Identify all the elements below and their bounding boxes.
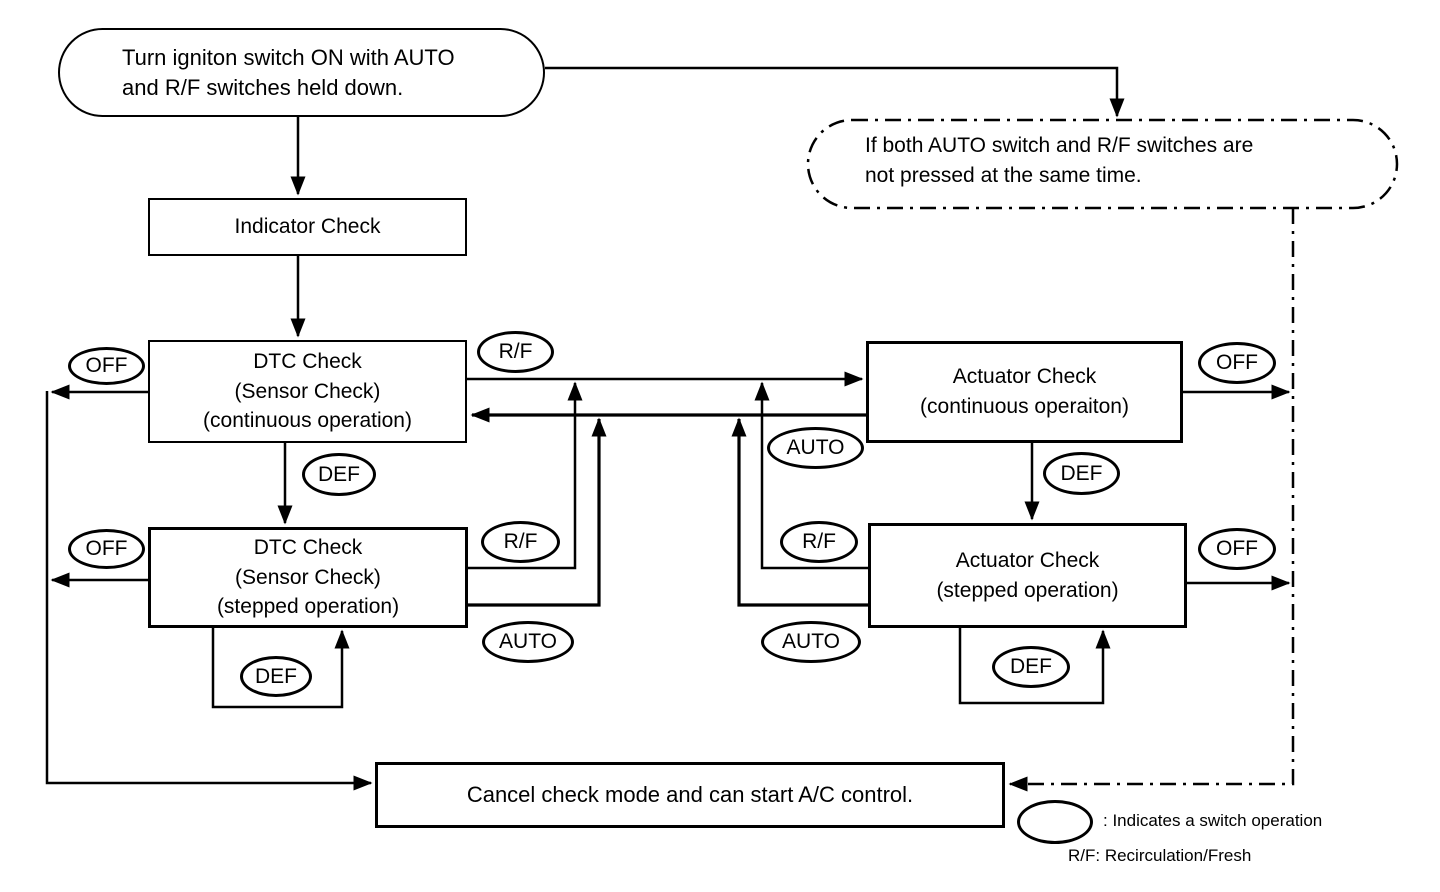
node-bypass-text: If both AUTO switch and R/F switches are… xyxy=(865,134,1254,187)
node-dtc-check-stepped: DTC Check (Sensor Check) (stepped operat… xyxy=(148,527,468,628)
switch-label-def-dtc: DEF xyxy=(302,453,376,496)
edge-actuator-stepped-auto-up xyxy=(731,417,868,607)
node-actuator-check-continuous: Actuator Check (continuous operaiton) xyxy=(866,341,1183,443)
switch-label-auto-actuator-stepped: AUTO xyxy=(761,621,861,663)
edge-actuator-stepped-rf-up xyxy=(754,381,868,570)
edge-bypass-rail-cancel xyxy=(1008,208,1295,792)
node-start: Turn igniton switch ON with AUTO and R/F… xyxy=(58,28,545,117)
node-cancel-check-mode: Cancel check mode and can start A/C cont… xyxy=(375,762,1005,828)
node-bypass-outline xyxy=(806,118,1399,210)
edge-dtc-stepped-def-loop xyxy=(211,628,350,709)
node-actuator-check-stepped: Actuator Check (stepped operation) xyxy=(868,523,1187,628)
switch-label-off-dtc-continuous: OFF xyxy=(68,347,145,385)
edge-dtc-stepped-auto-up xyxy=(467,417,607,607)
switch-label-auto-dtc-stepped: AUTO xyxy=(482,621,574,663)
switch-label-rf-dtc-stepped: R/F xyxy=(481,521,560,563)
node-indicator-check: Indicator Check xyxy=(148,198,467,256)
switch-label-def-dtc-loop: DEF xyxy=(240,656,312,697)
switch-label-rf-top: R/F xyxy=(477,331,554,373)
switch-label-off-actuator-continuous: OFF xyxy=(1198,342,1276,384)
node-dtc-check-continuous: DTC Check (Sensor Check) (continuous ope… xyxy=(148,340,467,443)
edge-dtc-stepped-rf-up xyxy=(467,381,583,570)
legend-rf-meaning: R/F: Recirculation/Fresh xyxy=(1068,846,1252,865)
legend-switch-ellipse xyxy=(1017,800,1093,844)
edge-start-bypass xyxy=(545,66,1125,118)
switch-label-def-actuator-loop: DEF xyxy=(992,646,1070,688)
edge-left-rail-cancel xyxy=(45,391,373,791)
switch-label-off-dtc-stepped: OFF xyxy=(68,529,145,569)
edge-actuator-stepped-def-loop xyxy=(958,628,1111,705)
switch-label-def-actuator: DEF xyxy=(1043,452,1120,495)
switch-label-auto-actuator-continuous: AUTO xyxy=(767,427,864,469)
legend-ellipse-meaning: : Indicates a switch operation xyxy=(1103,811,1323,830)
switch-label-rf-actuator-stepped: R/F xyxy=(780,521,858,563)
switch-label-off-actuator-stepped: OFF xyxy=(1198,528,1276,570)
